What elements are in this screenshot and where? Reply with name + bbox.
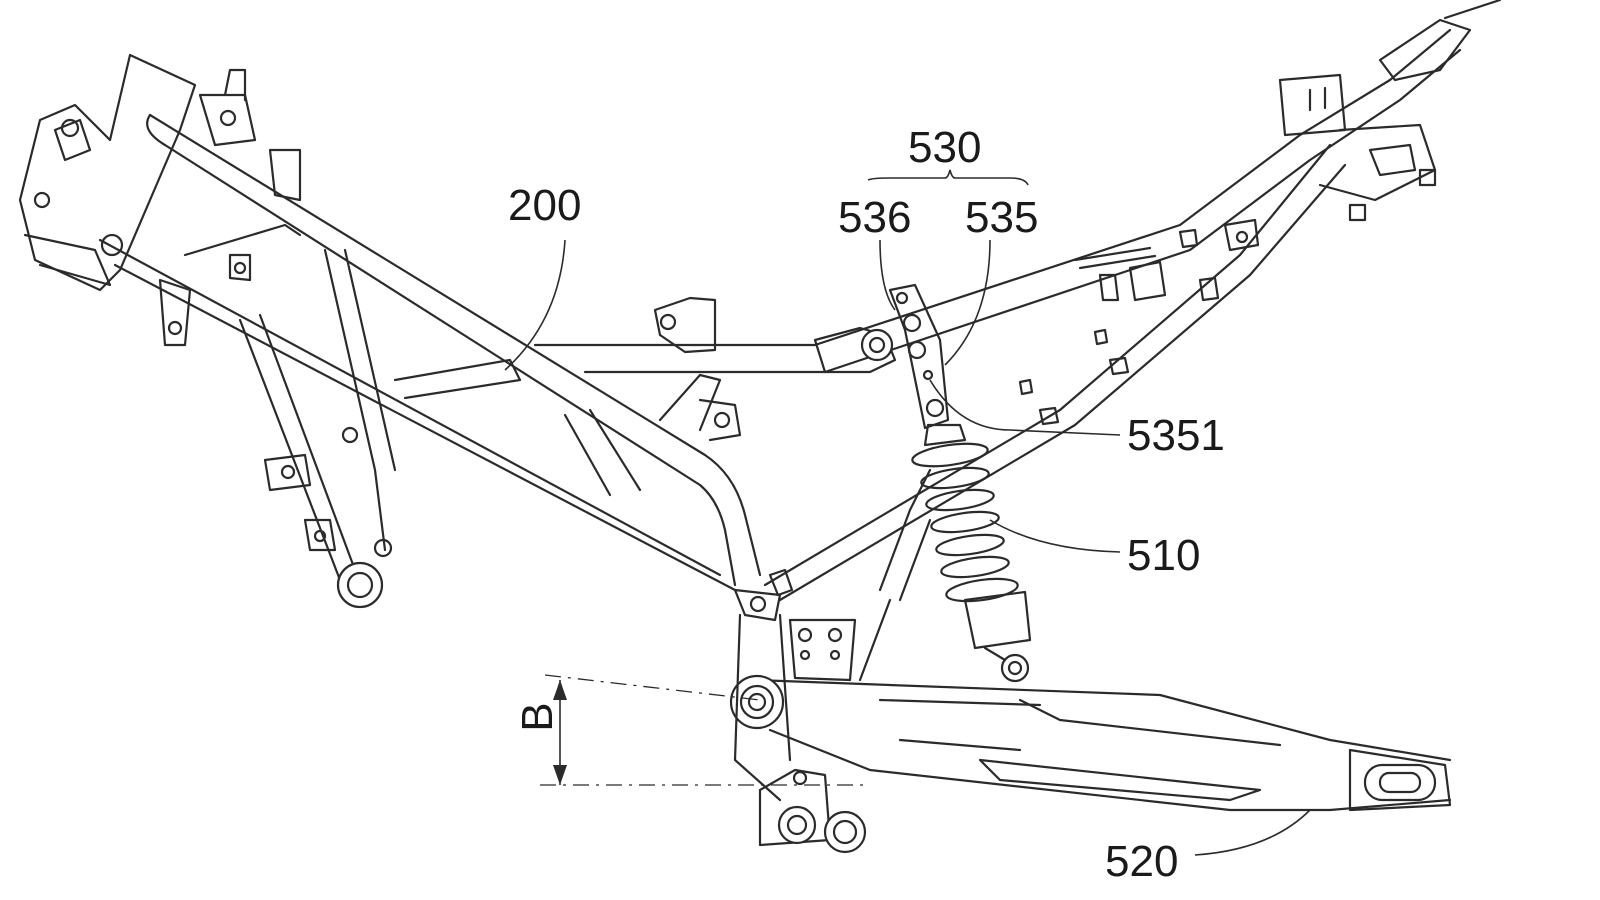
label-520: 520 (1105, 837, 1178, 886)
leader-536 (879, 239, 896, 311)
label-530: 530 (908, 123, 981, 172)
rear-subframe (763, 0, 1502, 682)
label-510: 510 (1127, 531, 1200, 580)
label-535: 535 (965, 193, 1038, 242)
pivot-plates (733, 588, 867, 854)
reference-labels: 200 530 536 535 5351 510 520 (508, 123, 1225, 886)
brace-530 (867, 169, 1029, 186)
leader-510 (989, 519, 1121, 553)
head-tube-assembly (18, 53, 257, 347)
dimension-b: B (513, 674, 870, 786)
label-5351: 5351 (1127, 411, 1225, 460)
label-536: 536 (838, 193, 911, 242)
shock-absorber-510 (911, 423, 1032, 683)
leader-535 (944, 239, 991, 366)
main-frame-200 (98, 113, 827, 609)
label-200: 200 (508, 181, 581, 230)
label-b: B (513, 702, 562, 731)
leader-lines (504, 169, 1311, 856)
swing-arm-520 (729, 674, 1452, 812)
leader-520 (1194, 809, 1311, 856)
bracket-assembly-530 (813, 283, 950, 430)
leader-5351 (929, 379, 1121, 436)
leader-200 (504, 239, 566, 371)
